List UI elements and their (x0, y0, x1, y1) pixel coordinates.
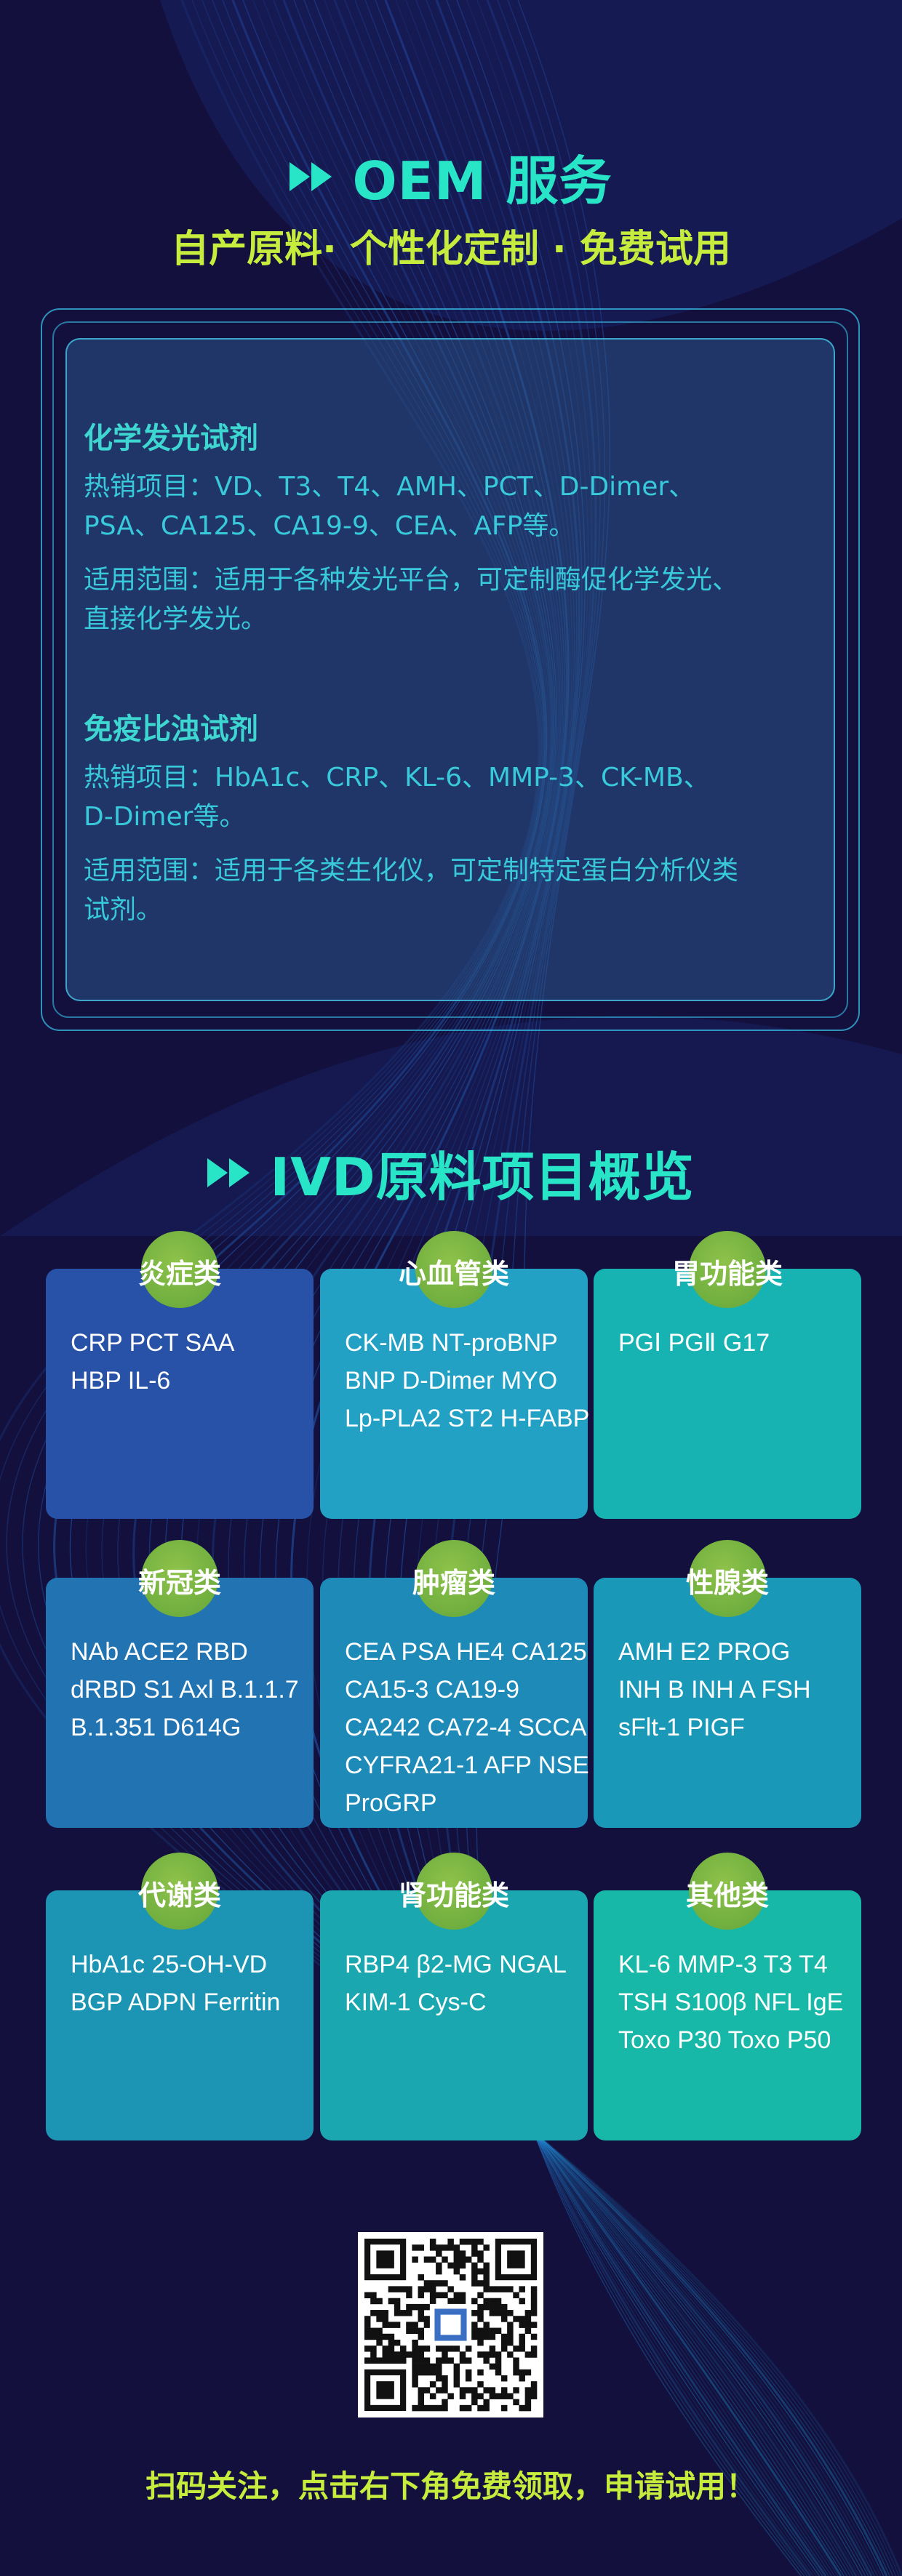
card-item-line: CYFRA21-1 AFP NSE (345, 1752, 589, 1779)
card-items: RBP4 β2-MG NGAL KIM-1 Cys-C (345, 1946, 585, 2021)
card-items: PGⅠ PGⅡ G17 (618, 1324, 858, 1362)
card-item-line: HBP IL-6 (71, 1367, 171, 1395)
oem-header: OEM 服务 (0, 138, 902, 214)
card-label: 肿瘤类 (412, 1567, 495, 1599)
card-item-line: INH B INH A FSH (618, 1676, 811, 1704)
ivd-card (320, 1269, 588, 1519)
double-chevron-right-icon (290, 161, 332, 191)
card-badge (415, 1231, 492, 1308)
card-label: 其他类 (685, 1879, 769, 1911)
ivd-header: IVD原料项目概览 (0, 1134, 902, 1211)
card-badge (689, 1540, 766, 1617)
card-items: HbA1c 25-OH-VD BGP ADPN Ferritin (71, 1946, 311, 2021)
section-hot-line: 热销项目：HbA1c、CRP、KL-6、MMP-3、CK-MB、 (84, 763, 710, 793)
oem-panel-outer-frame (41, 308, 860, 1031)
card-item-line: AMH E2 PROG (618, 1638, 791, 1666)
ivd-card (46, 1578, 314, 1828)
card-item-line: ProGRP (345, 1789, 437, 1817)
card-badge (141, 1540, 218, 1617)
card-item-line: KIM-1 Cys-C (345, 1989, 487, 2016)
ivd-card (46, 1890, 314, 2140)
card-item-line: RBP4 β2-MG NGAL (345, 1951, 567, 1978)
section-hot-line: D-Dimer等。 (84, 802, 246, 832)
card-item-line: CK-MB NT-proBNP (345, 1329, 558, 1357)
qr-code[interactable] (358, 2232, 543, 2417)
ivd-card (594, 1578, 861, 1828)
card-label: 炎症类 (137, 1258, 221, 1290)
section-hot-line: 热销项目：VD、T3、T4、AMH、PCT、D-Dimer、 (84, 472, 695, 502)
section-hot-line: PSA、CA125、CA19-9、CEA、AFP等。 (84, 511, 575, 541)
section-title-turbidimetry: 免疫比浊试剂 (84, 713, 258, 746)
card-label: 性腺类 (685, 1567, 769, 1599)
card-badge (415, 1853, 492, 1930)
card-badge (689, 1231, 766, 1308)
double-chevron-right-icon (207, 1157, 250, 1187)
card-badge (415, 1540, 492, 1617)
card-item-line: CRP PCT SAA (71, 1329, 235, 1357)
card-label: 心血管类 (398, 1258, 509, 1290)
card-item-line: BGP ADPN Ferritin (71, 1989, 281, 2016)
ivd-card (594, 1890, 861, 2140)
ivd-card (320, 1578, 588, 1828)
card-badge (689, 1853, 766, 1930)
section-scope-line: 适用范围：适用于各类生化仪，可定制特定蛋白分析仪类 (84, 856, 739, 886)
card-item-line: sFlt-1 PIGF (618, 1714, 745, 1741)
card-item-line: dRBD S1 Axl B.1.1.7 (71, 1676, 299, 1704)
card-item-line: PGⅠ PGⅡ G17 (618, 1329, 770, 1357)
card-items: CRP PCT SAA HBP IL-6 (71, 1324, 311, 1400)
section-scope-line: 适用范围：适用于各种发光平台，可定制酶促化学发光、 (84, 565, 739, 595)
oem-panel (65, 338, 835, 1001)
card-badge (141, 1231, 218, 1308)
ivd-card (320, 1890, 588, 2140)
card-item-line: B.1.351 D614G (71, 1714, 242, 1741)
card-item-line: CA15-3 CA19-9 (345, 1676, 520, 1704)
qr-code-icon (364, 2239, 538, 2412)
card-item-line: TSH S100β NFL IgE (618, 1989, 844, 2016)
card-item-line: BNP D-Dimer MYO (345, 1367, 558, 1395)
ivd-card (594, 1269, 861, 1519)
section-title-chemiluminescence: 化学发光试剂 (84, 422, 258, 455)
card-label: 新冠类 (137, 1567, 221, 1599)
card-label: 胃功能类 (671, 1258, 783, 1290)
card-items: KL-6 MMP-3 T3 T4 TSH S100β NFL IgE Toxo P3… (618, 1946, 858, 2059)
card-item-line: KL-6 MMP-3 T3 T4 (618, 1951, 828, 1978)
section-scope-line: 试剂。 (84, 895, 163, 925)
oem-subtitle: 自产原料· 个性化定制 · 免费试用 (171, 228, 731, 271)
ivd-title: IVD原料项目概览 (270, 1147, 695, 1208)
card-items: AMH E2 PROG INH B INH A FSH sFlt-1 PIGF (618, 1633, 858, 1746)
card-item-line: Toxo P30 Toxo P50 (618, 2026, 831, 2054)
card-item-line: HbA1c 25-OH-VD (71, 1951, 268, 1978)
card-label: 肾功能类 (398, 1879, 509, 1911)
oem-title: OEM 服务 (352, 151, 612, 212)
card-item-line: CEA PSA HE4 CA125 (345, 1638, 587, 1666)
card-item-line: NAb ACE2 RBD (71, 1638, 248, 1666)
card-item-line: CA242 CA72-4 SCCA (345, 1714, 587, 1741)
card-items: CK-MB NT-proBNP BNP D-Dimer MYO Lp-PLA2 ST… (345, 1324, 590, 1437)
card-label: 代谢类 (137, 1879, 221, 1911)
section-scope-line: 直接化学发光。 (84, 604, 268, 634)
oem-panel-middle-frame (52, 321, 848, 1018)
card-badge (141, 1853, 218, 1930)
footer-cta: 扫码关注，点击右下角免费领取，申请试用！ (145, 2468, 757, 2504)
card-item-line: Lp-PLA2 ST2 H-FABP (345, 1405, 590, 1432)
ivd-card (46, 1269, 314, 1519)
